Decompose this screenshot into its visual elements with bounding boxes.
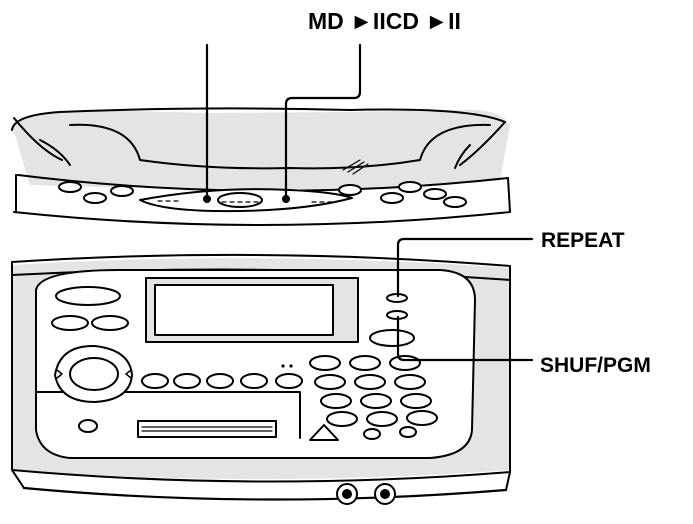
transport-button [141, 373, 169, 389]
lcd-display-screen [154, 284, 334, 336]
eject-button [309, 424, 339, 441]
function-button [369, 329, 415, 347]
shuf-pgm-label: SHUF/PGM [540, 354, 651, 377]
cd-button [398, 181, 422, 193]
keypad-button [314, 374, 346, 390]
cd-button [110, 185, 134, 197]
device-base [11, 469, 511, 505]
keypad-button [394, 374, 426, 390]
mode-button [51, 315, 89, 331]
keypad-button [354, 374, 386, 390]
mode-button [55, 286, 121, 306]
keypad-button [389, 355, 421, 371]
keypad-button [406, 410, 438, 426]
shuf-pgm-leader [396, 315, 534, 362]
numeric-keypad [309, 355, 438, 440]
right-function-buttons [369, 293, 415, 347]
keypad-button [360, 393, 392, 409]
cd-button [380, 192, 404, 204]
transport-buttons [141, 373, 303, 389]
md-cd-play-pause-label: MD ►IICD ►II [308, 8, 461, 34]
top-lid [11, 107, 511, 226]
transport-button [173, 373, 201, 389]
cd-button [83, 192, 107, 204]
cd-play-leader [284, 43, 362, 200]
keypad-button [309, 355, 341, 371]
top-control-buttons [58, 181, 467, 213]
keypad-button [400, 393, 432, 409]
keypad-button [326, 411, 358, 427]
cd-button [338, 184, 362, 196]
mode-button [91, 315, 129, 331]
cd-button [58, 181, 82, 193]
keypad-button [366, 411, 398, 427]
keypad-button [363, 428, 381, 440]
transport-button [240, 373, 268, 389]
cd-button [443, 196, 467, 208]
left-mode-buttons [51, 286, 129, 331]
callout-leaders [205, 43, 534, 362]
cd-center-button [217, 192, 263, 208]
keypad-button [399, 426, 417, 438]
transport-button [206, 373, 234, 389]
power-button [78, 419, 98, 433]
md-slot [137, 420, 277, 438]
keypad-button [349, 355, 381, 371]
repeat-leader [396, 237, 534, 298]
cd-button [423, 188, 447, 200]
keypad-button [320, 393, 352, 409]
jog-dial [54, 344, 133, 403]
repeat-label: REPEAT [541, 229, 625, 252]
transport-button [275, 373, 303, 389]
